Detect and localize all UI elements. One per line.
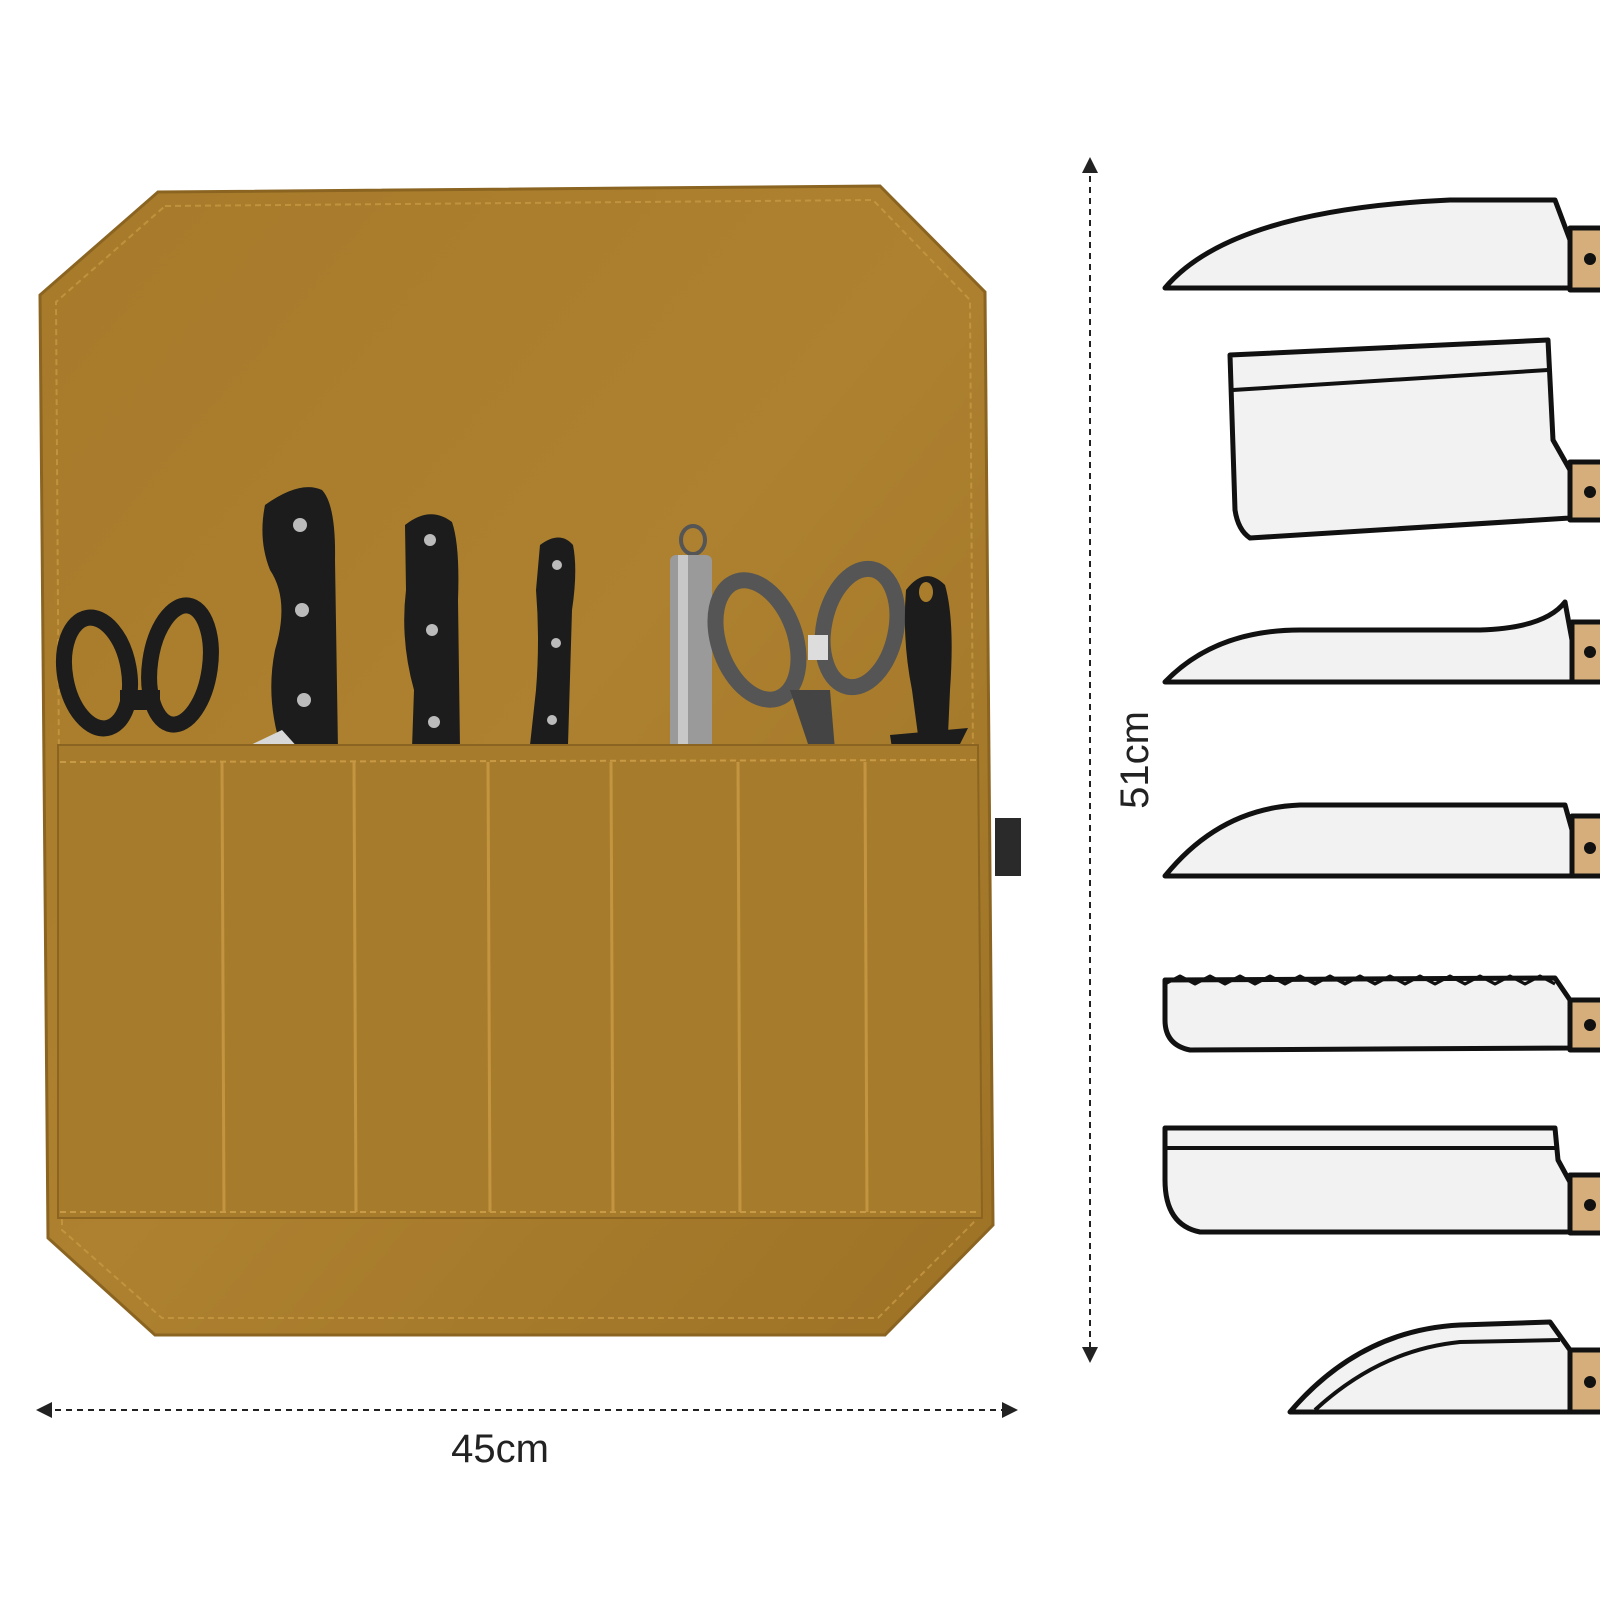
width-label: 45cm xyxy=(451,1427,549,1471)
shears-icon xyxy=(707,560,906,750)
paring-knife-icon xyxy=(530,537,576,745)
canvas-stitching xyxy=(54,198,978,1319)
utility-knife-icon xyxy=(1162,802,1600,879)
pocket-dividers xyxy=(220,761,869,1213)
sharpening-steel-icon xyxy=(670,524,712,750)
scissors-icon xyxy=(56,597,219,737)
tools-in-roll xyxy=(56,487,968,750)
roll-strap xyxy=(995,818,1021,876)
bread-knife-icon xyxy=(1162,974,1600,1053)
chef-knife-icon xyxy=(404,514,460,748)
santoku-knife-icon xyxy=(240,487,338,750)
knife-illustrations xyxy=(1162,197,1600,1415)
height-label: 51cm xyxy=(1113,711,1157,809)
height-dimension: 51cm xyxy=(1082,157,1157,1363)
peeler-icon xyxy=(890,576,968,748)
canvas-pocket xyxy=(57,744,984,1219)
nakiri-knife-icon xyxy=(1162,1125,1600,1236)
fillet-knife-icon xyxy=(1287,1319,1600,1415)
chef-knife-icon xyxy=(1162,197,1600,293)
knife-roll xyxy=(38,184,1021,1337)
boning-knife-icon xyxy=(1162,599,1600,685)
width-dimension: 45cm xyxy=(36,1402,1018,1471)
cleaver-icon xyxy=(1227,337,1600,541)
pocket-top-stitch xyxy=(59,759,979,763)
